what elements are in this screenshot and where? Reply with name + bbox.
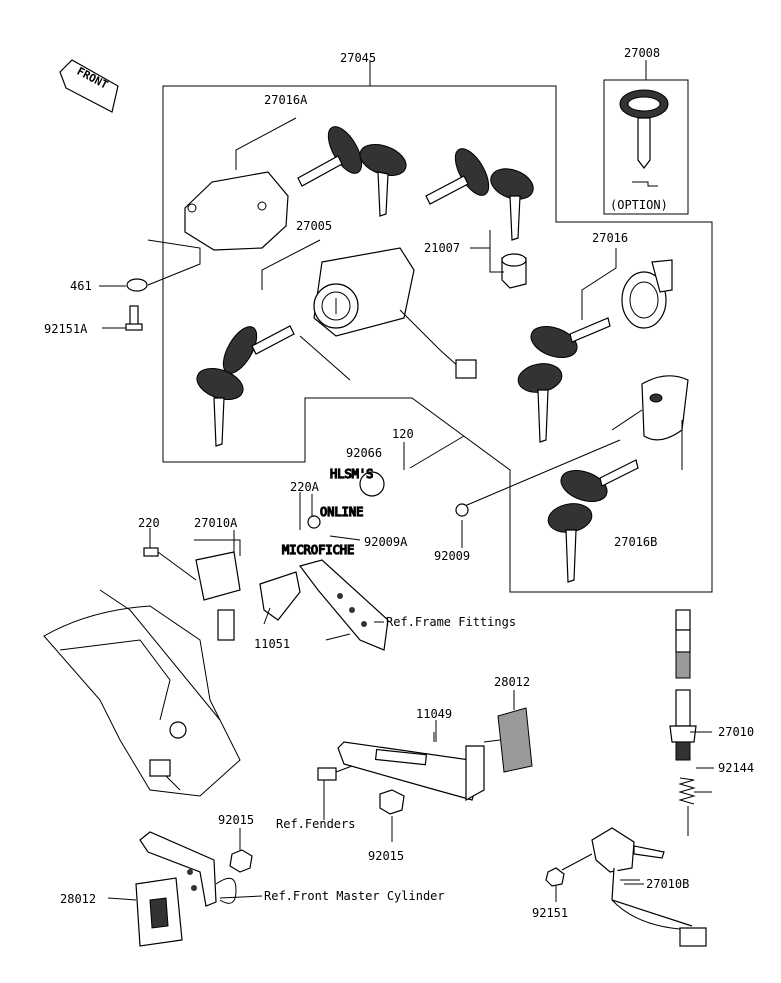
key-pair-27016 [517,317,611,443]
label-92009A: 92009A [364,535,408,549]
lock-housing-27016A [184,117,297,251]
ignition-switch-27005 [261,239,477,381]
label-27010A: 27010A [194,516,238,530]
option-key-box [603,60,689,215]
label-461: 461 [70,279,92,293]
leader-lines [99,285,714,901]
label-27010: 27010 [718,725,754,739]
label-92066: 92066 [346,446,382,460]
label-92151: 92151 [532,906,568,920]
nut-92015-mid [379,789,405,842]
assembly-outline [162,60,713,593]
spring-92144 [678,777,712,836]
small-parts-center [307,435,621,529]
label-27008: 27008 [624,46,660,60]
ref-fenders: Ref.Fenders [276,817,355,831]
nut-92015-top [229,828,253,873]
lock-27016B [611,375,689,470]
part-labels: 27045 27008 (OPTION) 27016A 27005 21007 … [44,46,754,920]
cap-21007 [470,230,527,289]
label-11051: 11051 [254,637,290,651]
switch-27010A [143,539,241,641]
key-pair-27016B [547,459,639,583]
label-120: 120 [392,427,414,441]
switch-27010B [591,827,707,947]
switch-27010 [669,609,712,761]
label-27005: 27005 [296,219,332,233]
label-92015-mid: 92015 [368,849,404,863]
plate-28012-right [497,707,533,773]
label-21007: 21007 [424,241,460,255]
ref-front-master-cylinder: Ref.Front Master Cylinder [264,889,445,903]
label-220A: 220A [290,480,320,494]
bolt-92151A [125,305,143,331]
front-arrow-icon: FRONT [59,59,119,113]
watermark-line-2: ONLINE [320,505,363,519]
label-92151A: 92151A [44,322,88,336]
watermark: HLSM'S ONLINE MICROFICHE [281,466,374,557]
label-92015-top: 92015 [218,813,254,827]
bolt-92151 [545,853,593,902]
label-92009: 92009 [434,549,470,563]
watermark-line-3: MICROFICHE [282,543,354,557]
label-11049: 11049 [416,707,452,721]
label-28012-left: 28012 [60,892,96,906]
bolt-ref-fenders [317,765,353,820]
label-27010B: 27010B [646,877,689,891]
label-27045: 27045 [340,51,376,65]
label-220: 220 [138,516,160,530]
label-27016B: 27016B [614,535,657,549]
key-pair-top-left [297,126,407,217]
label-92144: 92144 [718,761,754,775]
plate-28012-left [135,877,183,947]
label-option: (OPTION) [610,198,668,212]
key-pair-top-mid [425,148,534,241]
label-28012-right: 28012 [494,675,530,689]
label-27016A: 27016A [264,93,308,107]
ref-frame-fittings: Ref.Frame Fittings [386,615,516,629]
frame-sketch [43,589,241,797]
key-pair-ignition [196,325,295,447]
bracket-11049 [337,732,501,802]
washer-461 [126,239,201,292]
lock-27016 [581,248,673,329]
bracket-lower-left [139,831,237,907]
label-27016: 27016 [592,231,628,245]
watermark-line-1: HLSM'S [330,467,373,481]
